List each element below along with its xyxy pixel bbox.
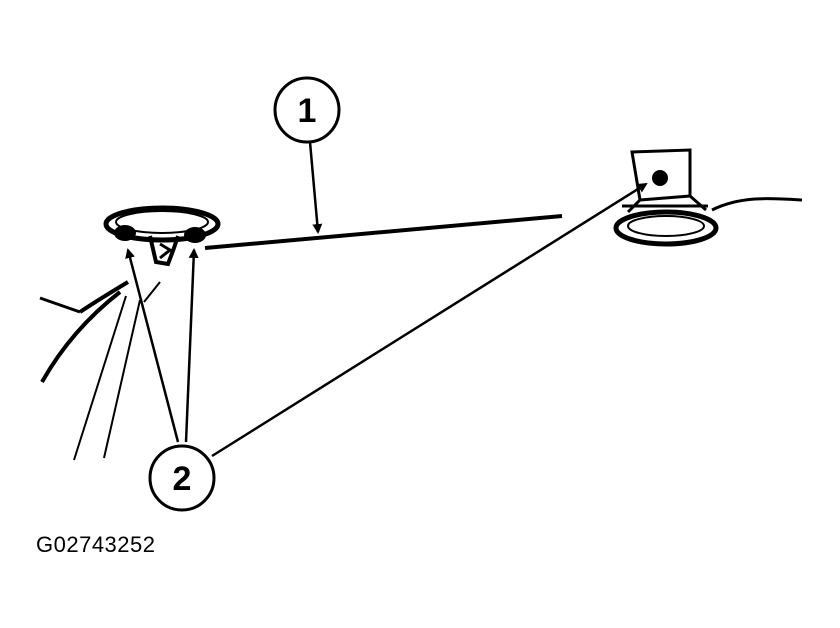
cable-line bbox=[204, 214, 563, 250]
callout-1-circle bbox=[273, 76, 341, 144]
callout-2-arrow-left-b bbox=[184, 248, 199, 443]
figure-id: G02743252 bbox=[36, 532, 156, 557]
callout-2-label: 2 bbox=[173, 460, 192, 498]
callout-2-arrow-right bbox=[211, 182, 648, 458]
callout-2: 2 bbox=[125, 182, 648, 512]
callout-2-circle bbox=[148, 444, 216, 512]
callout-2-arrow-left-a bbox=[125, 248, 180, 443]
right-mount bbox=[613, 148, 803, 247]
callout-1: 1 bbox=[273, 76, 341, 234]
body-panel-lines bbox=[39, 280, 161, 461]
callout-1-arrow bbox=[308, 141, 323, 234]
left-mount bbox=[103, 205, 221, 267]
callout-1-label: 1 bbox=[298, 92, 317, 130]
